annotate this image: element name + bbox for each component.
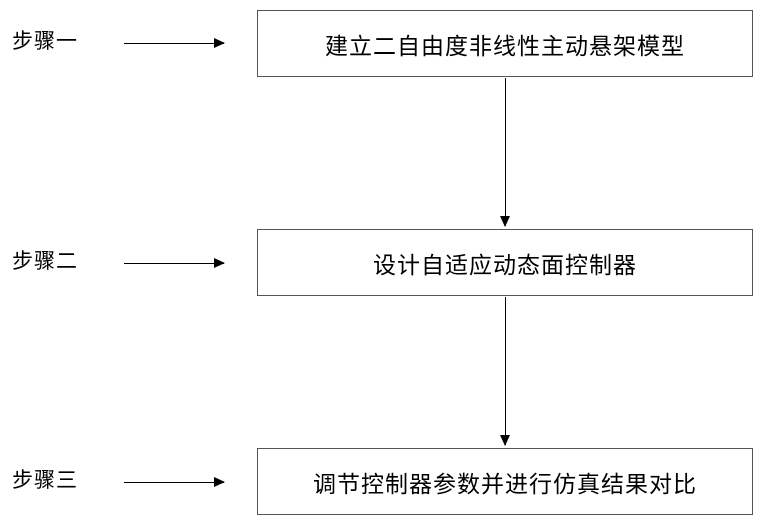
step-label-2: 步骤二 <box>12 249 78 273</box>
process-box-3[interactable]: 调节控制器参数并进行仿真结果对比 <box>257 448 753 515</box>
arrow-box2-to-box3 <box>500 297 510 446</box>
arrow-step2-to-box2 <box>124 258 225 268</box>
arrow-box1-to-box2 <box>500 78 510 227</box>
step-label-1: 步骤一 <box>12 29 78 53</box>
process-box-1[interactable]: 建立二自由度非线性主动悬架模型 <box>257 10 753 77</box>
arrow-step1-to-box1 <box>124 38 225 48</box>
arrow-step3-to-box3 <box>124 477 225 487</box>
step-label-3: 步骤三 <box>12 468 78 492</box>
process-box-2[interactable]: 设计自适应动态面控制器 <box>257 229 753 296</box>
